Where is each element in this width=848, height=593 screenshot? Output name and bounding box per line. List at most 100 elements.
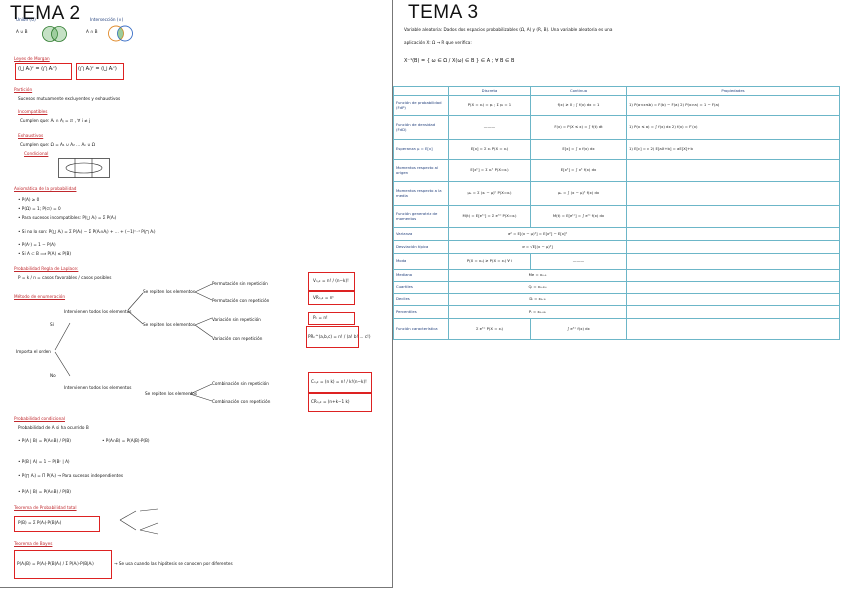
table-cell: μₖ = Σ (xᵢ − μ)ᵏ P(X=xᵢ): [448, 181, 531, 206]
table-cell: E[xᵏ] = ∫ xᵏ f(x) dx: [530, 159, 627, 182]
box-formula: Cₙ,ₖ = (n k) = n! / k!(n−k)!: [311, 379, 367, 384]
table-cell: Deciles: [393, 293, 449, 306]
total-box: [14, 516, 100, 532]
formula-box-combination: [308, 372, 372, 393]
table-cell: [626, 159, 840, 182]
table-cell: σ² = E[(x − μ)²] = E[x²] − E[x]²: [448, 227, 627, 241]
table-cell: Mediana: [393, 269, 449, 282]
table-cell: M(t) = E[eᵗˣ] = ∫ eᵗˣ f(x) dx: [530, 205, 627, 228]
box-formula: PRₙ^(a,b,c) = n! / (a! b! ... c!): [308, 334, 371, 339]
table-cell: P(X = xᵢ) = pᵢ ; Σ pᵢ = 1: [448, 95, 531, 116]
conditional-title: Probabilidad condicional: [14, 416, 65, 421]
table-cell: ———: [530, 253, 627, 270]
axioms-title: Axiomática de la probabilidad: [14, 186, 77, 191]
table-cell: Σ eⁱᵗˣ P(X = xᵢ): [448, 318, 531, 340]
bayes-title: Teorema de Bayes: [14, 541, 53, 546]
table-cell: [626, 240, 840, 254]
laplace-title: Probabilidad Regla de Laplace:: [14, 266, 79, 271]
formula-box-variation-rep: [308, 291, 355, 305]
total-tree-diagram: [119, 508, 159, 535]
table-cell: Dᵢ = x₀.₁ᵢ: [448, 293, 627, 306]
table-cell: Percentiles: [393, 305, 449, 319]
table-cell: ———: [448, 115, 531, 140]
venn-union-label: Unión (∪): [16, 17, 36, 22]
table-cell: P(X = x₀) ≥ P(X = xᵢ) ∀ i: [448, 253, 531, 270]
section-heading: Exhaustivos: [18, 133, 44, 138]
page-title: TEMA 2: [10, 3, 81, 24]
tree-node-a2: Intervienen todos los elementos: [64, 385, 132, 390]
conditional-formula: • P(A | B) = P(A∩B) / P(B): [18, 438, 71, 443]
section-text: Cumplen que: Ω = A₁ ∪ A₂ ... Aₙ ∪ Ω: [20, 142, 95, 147]
table-cell: E[xᵏ] = Σ xᵢᵏ P(X=xᵢ): [448, 159, 531, 182]
axiom-line: • Si A ⊂ B ⟹ P(A) ≤ P(B): [18, 251, 72, 256]
bayes-box: [14, 550, 112, 579]
box-formula: CRₙ,ₖ = (n+k−1 k): [311, 399, 350, 404]
formula-box-variation: [308, 272, 355, 291]
table-cell: Desviación típica: [393, 240, 449, 254]
table-cell: Momentos respecto al origen: [393, 159, 449, 182]
table-cell: Esperanza μ = E[x]: [393, 139, 449, 160]
table-cell: μₖ = ∫ (x − μ)ᵏ f(x) dx: [530, 181, 627, 206]
intro-line: aplicación X: Ω → R que verifica:: [404, 40, 472, 45]
table-cell: ∫ eⁱᵗˣ f(x) dx: [530, 318, 627, 340]
bayes-formula: P(Aᵢ|B) = P(Aᵢ)·P(B|Aᵢ) / Σ P(Aᵢ)·P(B|Aᵢ…: [17, 561, 94, 566]
table-cell: [626, 181, 840, 206]
laplace-formula: P = k / n = casos favorables / casos pos…: [18, 275, 112, 280]
counting-title: Método de enumeración: [14, 294, 66, 299]
conditional-label: Condicional: [24, 151, 49, 156]
venn-inter-label: Intersección (∩): [90, 17, 124, 22]
table-row: Función de probabilidad (FdP)P(X = xᵢ) =…: [393, 95, 840, 116]
axiom-line: • Si no lo son: P(⋃ Aᵢ) = Σ P(Aᵢ) − Σ P(…: [18, 229, 156, 234]
tree-no: No: [50, 373, 56, 378]
table-cell: [626, 205, 840, 228]
table-cell: Función generatriz de momentos: [393, 205, 449, 228]
table-cell: [626, 281, 840, 294]
page-tema-2: TEMA 2 Unión (∪) A ∪ B Intersección (∩) …: [0, 0, 393, 588]
tree-node-a: Intervienen todos los elementos: [64, 309, 132, 314]
axiom-line: • P(A) ≥ 0: [18, 197, 40, 202]
table-cell: [626, 305, 840, 319]
section-heading: Partición: [14, 87, 33, 92]
table-cell: [626, 227, 840, 241]
morgan-title: Leyes de Morgan: [14, 56, 50, 61]
partition-diagram: [58, 158, 110, 178]
table-row: Esperanza μ = E[x]E[x] = Σ xᵢ P(X = xᵢ)E…: [393, 139, 840, 160]
total-title: Teorema de Probabilidad total: [14, 505, 77, 510]
tree-leaf-c: Permutación sin repetición: [212, 281, 268, 286]
tree-leaf-e: Variación sin repetición: [212, 317, 261, 322]
formula-box-permutation: [308, 312, 355, 325]
table-cell: M(t) = E[eᵗˣ] = Σ eᵗˣⁱ P(X=xᵢ): [448, 205, 531, 228]
box-formula: Pₙ = n!: [313, 315, 328, 320]
bayes-note: → Se usa cuando las hipótesis se conocen…: [114, 561, 233, 566]
table-row: Función de densidad (FdD)———F(x) = P(X ≤…: [393, 115, 840, 140]
table-cell: Varianza: [393, 227, 449, 241]
section-heading: Incompatibles: [18, 109, 48, 114]
table-cell: f(x) ≥ 0 ; ∫ f(x) dx = 1: [530, 95, 627, 116]
conditional-intro: Probabilidad de A si ha ocurrido B: [18, 425, 89, 430]
box-formula: VRₙ,ₖ = nᵏ: [313, 295, 335, 300]
conditional-formula: • P(⋂ Aᵢ) = Π P(Aᵢ) → Para sucesos indep…: [18, 473, 124, 478]
table-header: Discreta: [448, 86, 531, 96]
conditional-formula: • P(B | A) = 1 − P(Bᶜ | A): [18, 459, 70, 464]
table-cell: Momentos respecto a la media: [393, 181, 449, 206]
table-cell: σ = √E[(x − μ)²]: [448, 240, 627, 254]
tree-leaf-f: Variación con repetición: [212, 336, 263, 341]
tree-leaf-d: Permutación con repetición: [212, 298, 270, 303]
tree-node-b2: Se repiten los elementos: [143, 322, 196, 327]
section-text: Cumplen que: Aᵢ ∩ Aⱼ = ∅ , ∀ i ≠ j: [20, 118, 91, 123]
venn-union-diagram: [42, 26, 67, 42]
axiom-line: • P(Aᶜ) = 1 − P(A): [18, 242, 56, 247]
table-cell: Función característica: [393, 318, 449, 340]
venn-inter-diagram: [108, 25, 133, 42]
table-cell: [626, 269, 840, 282]
table-cell: Función de probabilidad (FdP): [393, 95, 449, 116]
